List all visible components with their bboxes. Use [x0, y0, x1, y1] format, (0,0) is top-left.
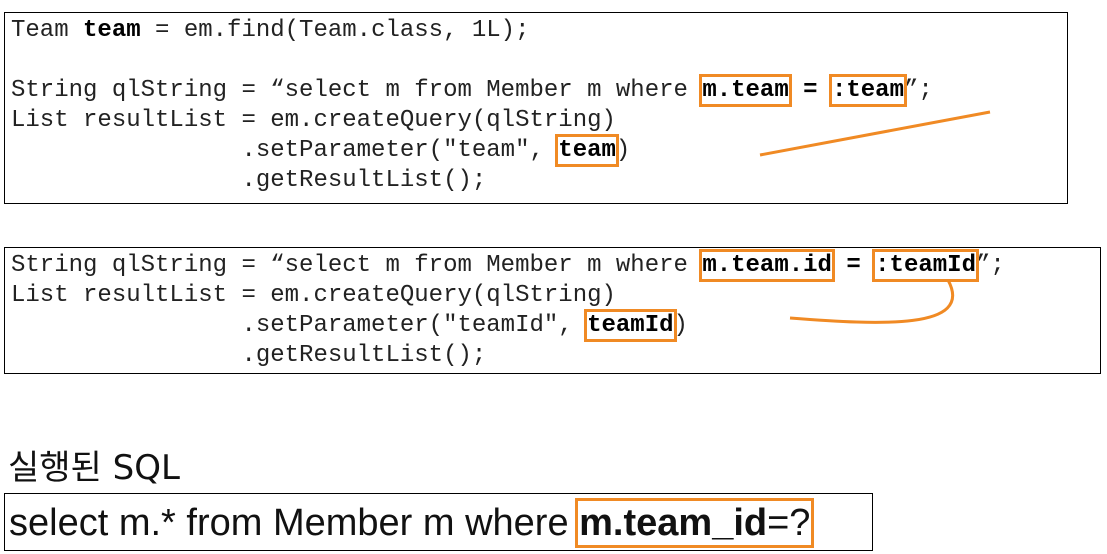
- highlight-param-team: :team: [828, 74, 907, 107]
- section-heading: 실행된 SQL: [8, 448, 180, 488]
- highlight-sql-condition: m.team_id=?: [575, 498, 815, 548]
- code-line: Team team = em.find(Team.class, 1L);: [11, 17, 530, 44]
- highlight-arg-teamid: teamId: [584, 309, 677, 342]
- highlight-arg-team: team: [555, 134, 619, 167]
- code-line: String qlString = “select m from Member …: [11, 74, 933, 107]
- code-line: List resultList = em.createQuery(qlStrin…: [11, 107, 616, 134]
- code-line: String qlString = “select m from Member …: [11, 249, 1005, 282]
- highlight-m-team: m.team: [699, 74, 792, 107]
- code-line: List resultList = em.createQuery(qlStrin…: [11, 282, 616, 309]
- highlight-param-teamid: :teamId: [872, 249, 979, 282]
- code-block-id-param: String qlString = “select m from Member …: [4, 247, 1101, 374]
- code-line: .getResultList();: [11, 167, 487, 194]
- highlight-m-team-id: m.team.id: [699, 249, 835, 282]
- code-line: .setParameter("teamId", teamId): [11, 309, 688, 342]
- code-line: .getResultList();: [11, 342, 487, 369]
- code-block-entity-param: Team team = em.find(Team.class, 1L); Str…: [4, 12, 1068, 204]
- code-line: .setParameter("team", team): [11, 134, 631, 167]
- executed-sql-box: select m.* from Member m where m.team_id…: [4, 493, 873, 551]
